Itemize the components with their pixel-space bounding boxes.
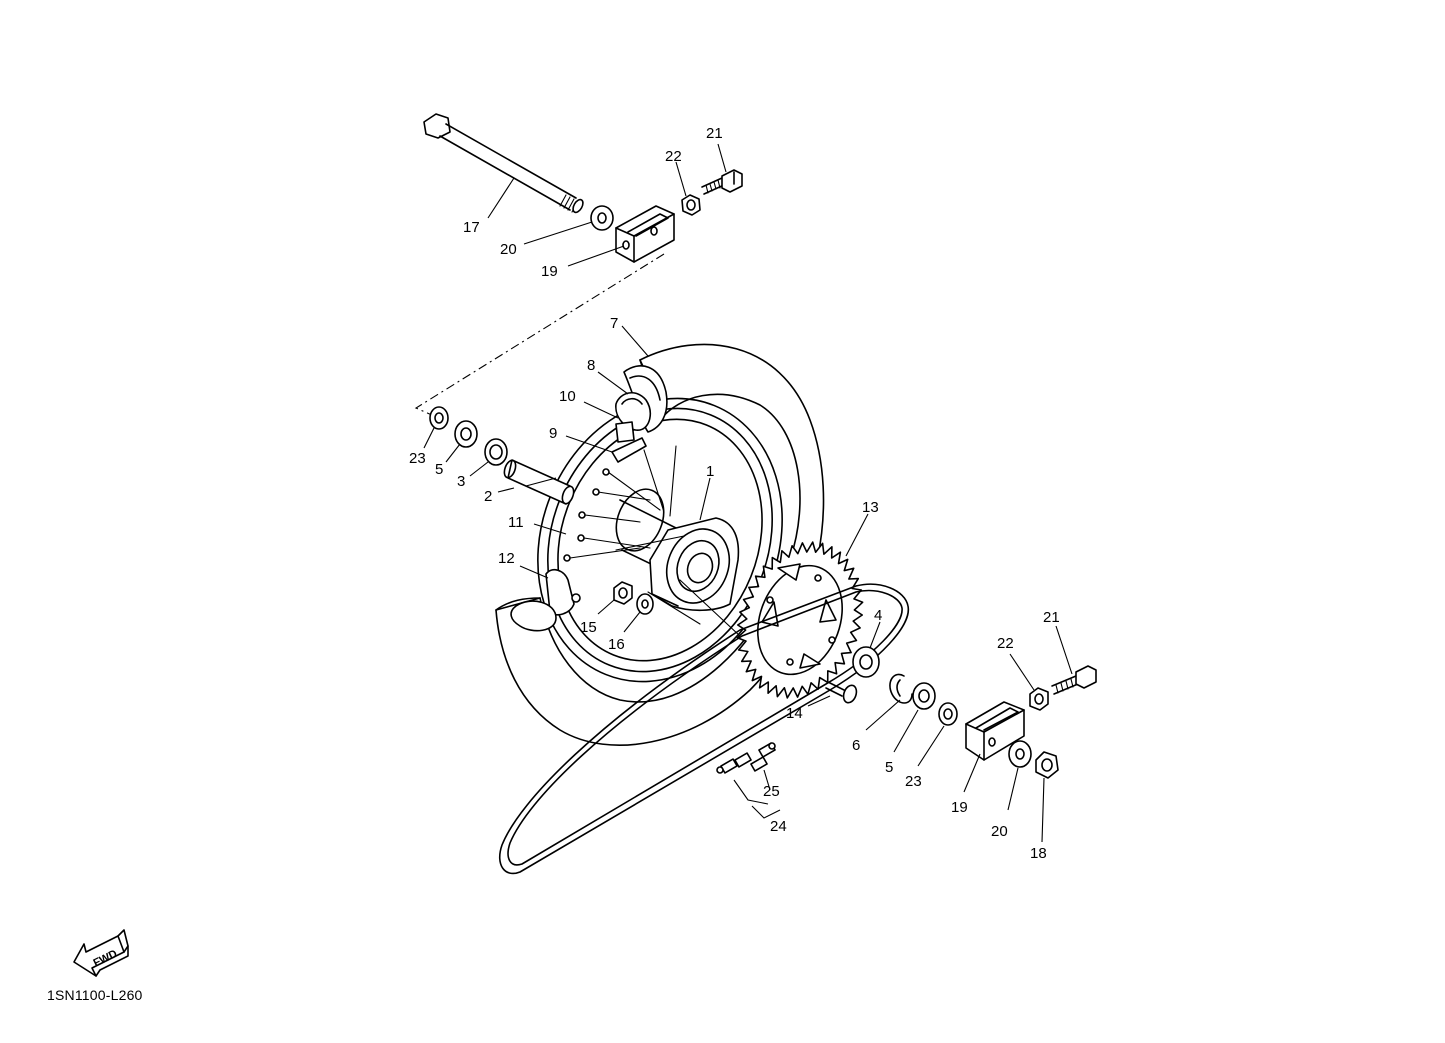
callout-19-right: 19 [951, 799, 968, 816]
diagram-reference-code: 1SN1100-L260 [47, 987, 143, 1003]
circlip [889, 673, 913, 704]
callout-20-right: 20 [991, 823, 1008, 840]
callout-1: 1 [706, 463, 714, 480]
callout-18: 18 [1030, 845, 1047, 862]
fwd-arrow-icon: FWD [73, 929, 129, 977]
callout-9: 9 [549, 425, 557, 442]
axle-nut [1035, 751, 1059, 779]
callout-11: 11 [508, 514, 524, 531]
lock-washer [636, 593, 654, 615]
callout-22-right: 22 [997, 635, 1014, 652]
axle-centerline [414, 253, 665, 417]
callout-24: 24 [770, 818, 787, 835]
callout-6: 6 [852, 737, 860, 754]
collar-left [429, 406, 449, 430]
bearing-right [852, 646, 880, 678]
sprocket-bolt [825, 681, 858, 704]
sprocket-nut [613, 581, 633, 605]
callout-23-right: 23 [905, 773, 922, 790]
adjust-nut-right [1029, 687, 1049, 711]
rear-hub [615, 488, 740, 612]
bearing-left [484, 438, 508, 466]
callout-labels: 1 2 3 4 5 5 6 7 8 9 10 11 12 13 14 15 16… [409, 125, 1060, 862]
callout-12: 12 [498, 550, 515, 567]
adjust-bolt-right [1051, 665, 1097, 695]
adjust-bolt-top [701, 169, 743, 195]
callout-10: 10 [559, 388, 576, 405]
callout-22-top: 22 [665, 148, 682, 165]
callout-4: 4 [874, 607, 882, 624]
callout-21-top: 21 [706, 125, 723, 142]
brake-shoe-plate [510, 568, 581, 632]
callout-17: 17 [463, 219, 480, 236]
callout-23-left: 23 [409, 450, 426, 467]
callout-25: 25 [763, 783, 780, 800]
callout-20-top: 20 [500, 241, 517, 258]
callout-19-top: 19 [541, 263, 558, 280]
tube-valve [611, 437, 647, 463]
rear-axle [423, 113, 584, 214]
spokes [569, 445, 741, 637]
callout-13: 13 [862, 499, 879, 516]
callout-2: 2 [484, 488, 492, 505]
callout-7: 7 [610, 315, 618, 332]
callout-16: 16 [608, 636, 625, 653]
chain-joint [716, 742, 776, 774]
callout-15: 15 [580, 619, 597, 636]
callout-8: 8 [587, 357, 595, 374]
oil-seal-left [454, 420, 478, 448]
callout-21-right: 21 [1043, 609, 1060, 626]
adjust-nut-top [681, 194, 701, 216]
axle-washer-right [1008, 740, 1032, 768]
chain-puller-left [615, 205, 675, 263]
collar-right [938, 702, 958, 726]
spoke-nipples [563, 468, 610, 562]
axle-washer-top [590, 205, 614, 231]
callout-5-right: 5 [885, 759, 893, 776]
drive-chain [498, 583, 910, 875]
chain-puller-right [965, 701, 1025, 761]
rear-sprocket [736, 541, 864, 699]
leader-lines [423, 143, 1073, 843]
callout-5-left: 5 [435, 461, 443, 478]
tube [615, 392, 652, 443]
oil-seal-right [912, 682, 936, 710]
callout-3: 3 [457, 473, 465, 490]
callout-14: 14 [786, 705, 803, 722]
